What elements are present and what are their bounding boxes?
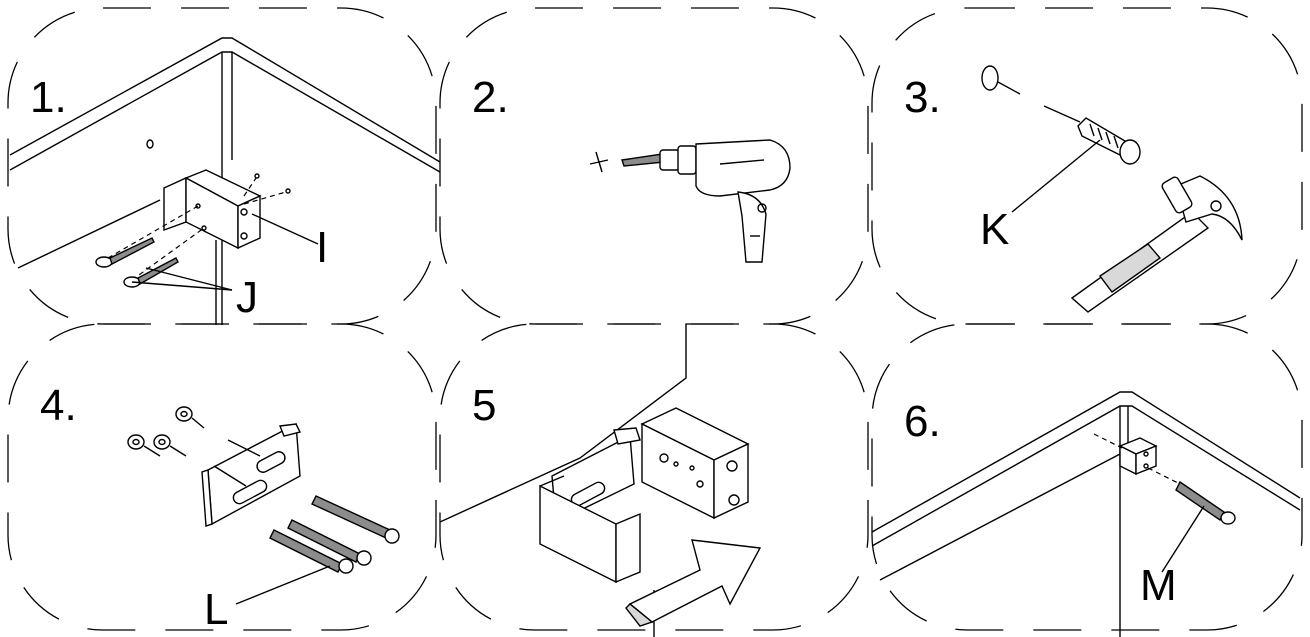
screw — [269, 529, 354, 574]
panel-borders — [7, 7, 1303, 631]
cabinet-top-inner — [871, 405, 1301, 547]
panel-2: 2. — [472, 73, 791, 263]
part-label-K: K — [980, 205, 1009, 254]
cabinet-top-edge — [871, 391, 1301, 533]
drawer-edge — [539, 475, 565, 487]
cabinet-top-inner — [9, 51, 441, 173]
panel-6-border — [871, 323, 1303, 631]
screw — [311, 495, 400, 544]
step-number-6: 6. — [904, 397, 941, 446]
drill-icon — [621, 139, 791, 263]
alignment-line — [1147, 467, 1181, 485]
bracket-hole — [240, 208, 248, 216]
cabinet-edge — [439, 324, 687, 523]
screw-mark — [285, 188, 291, 194]
washer-icon — [127, 434, 145, 450]
rail-bracket-icon — [201, 422, 302, 527]
panel-3-border — [871, 7, 1303, 325]
cabinet-bottom-edge — [879, 453, 1121, 581]
leader-line-J — [131, 281, 233, 291]
alignment-line — [1093, 433, 1123, 449]
washer-icon — [175, 406, 193, 422]
small-bracket-icon — [1118, 437, 1158, 476]
step-number-4: 4. — [40, 381, 77, 430]
panel-1: 1. — [9, 37, 441, 325]
leader-line-K — [1011, 139, 1101, 213]
leader-line-J — [145, 267, 233, 291]
alignment-line — [1043, 105, 1081, 123]
panel-5: 5 — [439, 324, 762, 637]
drill-mark — [595, 151, 603, 173]
bracket-hole — [201, 225, 207, 231]
step-number-3: 3. — [904, 73, 941, 122]
washer-icon — [153, 434, 171, 450]
cabinet-bottom-edge — [17, 199, 161, 269]
bracket-hole — [240, 232, 248, 240]
alignment-line — [131, 227, 205, 281]
panel-5-border — [439, 323, 869, 631]
step-number-5: 5 — [472, 381, 496, 430]
alignment-line — [997, 81, 1021, 95]
drilled-hole — [981, 65, 999, 91]
panel-3: 3. K — [904, 65, 1243, 313]
arrow-icon — [625, 539, 762, 627]
leader-line-I — [251, 213, 319, 245]
drawer-side — [615, 512, 641, 584]
hammer-icon — [1070, 175, 1243, 313]
panel-2-border — [439, 7, 869, 325]
alignment-line — [169, 445, 187, 457]
screw — [1175, 480, 1236, 525]
wall-plug-icon — [1077, 117, 1141, 165]
bracket-hole — [195, 203, 201, 209]
part-label-I: I — [316, 223, 328, 272]
panel-4: 4. — [40, 381, 400, 634]
leader-line-M — [1161, 505, 1205, 573]
part-label-J: J — [236, 273, 258, 322]
screw — [95, 237, 155, 268]
step-number-2: 2. — [472, 73, 509, 122]
rail-bracket-icon — [551, 427, 641, 524]
leader-line-L — [235, 565, 331, 605]
bracket-side — [237, 194, 261, 250]
alignment-line — [191, 417, 205, 429]
panel-6: 6. M — [871, 391, 1301, 637]
step-number-1: 1. — [30, 73, 67, 122]
cabinet-top-edge — [9, 37, 441, 163]
alignment-line — [143, 445, 161, 457]
alignment-line — [243, 191, 287, 205]
part-label-M: M — [1140, 561, 1177, 610]
screw-mark — [254, 173, 260, 179]
part-label-L: L — [204, 585, 228, 634]
bracket-block-icon — [640, 407, 750, 520]
bracket-back-plate — [163, 176, 187, 231]
predrilled-hole — [146, 139, 154, 149]
screw — [287, 519, 372, 566]
alignment-line — [243, 177, 257, 197]
